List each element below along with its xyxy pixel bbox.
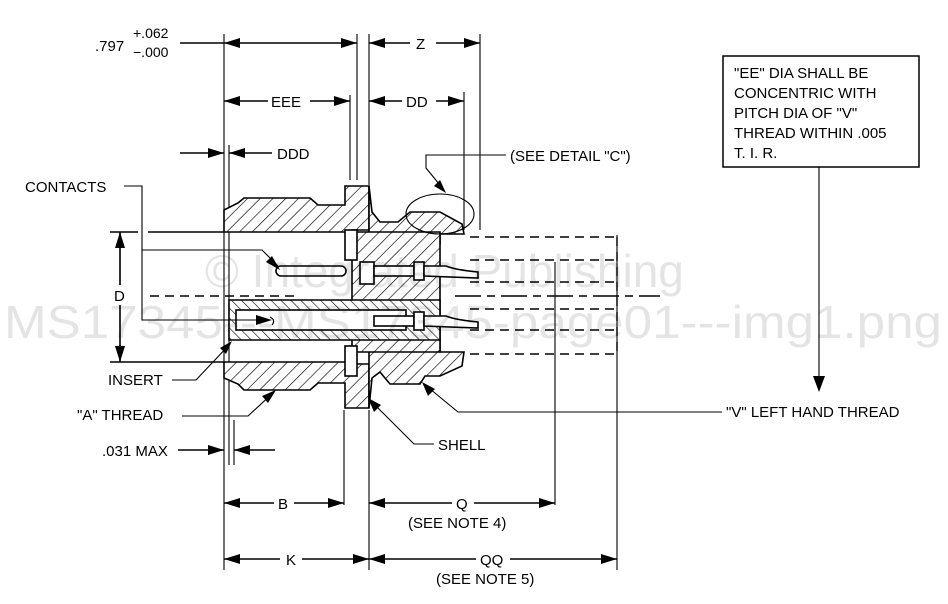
dim-031-max-label: .031 MAX — [102, 443, 168, 460]
dimension-z: Z — [369, 36, 480, 53]
dim-eee-label: EEE — [271, 94, 301, 111]
dim-overall-tol-plus: +.062 — [133, 25, 169, 41]
dim-d-label: D — [114, 288, 125, 305]
callout-detail-c: (SEE DETAIL "C") — [425, 148, 631, 193]
mating-hidden-outline — [470, 236, 618, 355]
callout-shell: SHELL — [368, 398, 486, 454]
note-line-5: T. I. R. — [734, 145, 777, 162]
dim-qq-label: QQ — [480, 552, 503, 569]
callout-detail-c-label: (SEE DETAIL "C") — [510, 148, 631, 165]
dim-b-label: B — [278, 496, 288, 513]
callout-insert: INSERT — [108, 341, 232, 389]
callout-contacts-label: CONTACTS — [25, 179, 106, 196]
callout-v-thread: "V" LEFT HAND THREAD — [422, 382, 900, 421]
dimension-k: K — [224, 552, 369, 569]
callout-a-thread-label: "A" THREAD — [77, 407, 163, 424]
dimension-b: B — [224, 496, 344, 513]
dimension-dd: DD — [369, 94, 464, 111]
dim-q-note: (SEE NOTE 4) — [408, 515, 506, 532]
watermark-line-1: © Integrated Publishing — [205, 245, 684, 297]
dim-overall-tol-minus: −.000 — [133, 44, 169, 60]
callout-a-thread: "A" THREAD — [77, 390, 276, 424]
dim-k-label: K — [286, 552, 296, 569]
note-line-4: THREAD WITHIN .005 — [734, 125, 887, 142]
callout-contacts: CONTACTS — [25, 179, 280, 325]
watermark-line-2: MS17345---MS17345-page01---img1.png — [4, 296, 942, 348]
dimension-q: Q (SEE NOTE 4) — [369, 496, 555, 532]
shell-body — [223, 185, 465, 409]
dimension-qq: QQ (SEE NOTE 5) — [369, 552, 617, 588]
contacts — [269, 261, 479, 331]
dim-dd-label: DD — [406, 94, 428, 111]
dim-q-label: Q — [456, 496, 468, 513]
note-box: "EE" DIA SHALL BE CONCENTRIC WITH PITCH … — [722, 55, 920, 392]
note-line-2: CONCENTRIC WITH — [734, 85, 877, 102]
dim-ddd-label: DDD — [277, 146, 310, 163]
detail-c-circle — [405, 193, 475, 235]
dimension-031-max: .031 MAX — [102, 443, 275, 460]
note-line-3: PITCH DIA OF "V" — [734, 105, 857, 122]
dimension-overall: .797 +.062 −.000 — [95, 25, 357, 60]
dimension-eee: EEE — [224, 94, 350, 111]
dimension-d: D — [110, 231, 224, 363]
dim-overall-value: .797 — [95, 38, 124, 55]
dimension-ddd: DDD — [180, 146, 310, 163]
callout-v-thread-label: "V" LEFT HAND THREAD — [726, 404, 900, 421]
dim-qq-note: (SEE NOTE 5) — [436, 571, 534, 588]
note-line-1: "EE" DIA SHALL BE — [734, 65, 868, 82]
callout-insert-label: INSERT — [108, 372, 163, 389]
dim-z-label: Z — [416, 36, 425, 53]
callout-shell-label: SHELL — [438, 437, 486, 454]
